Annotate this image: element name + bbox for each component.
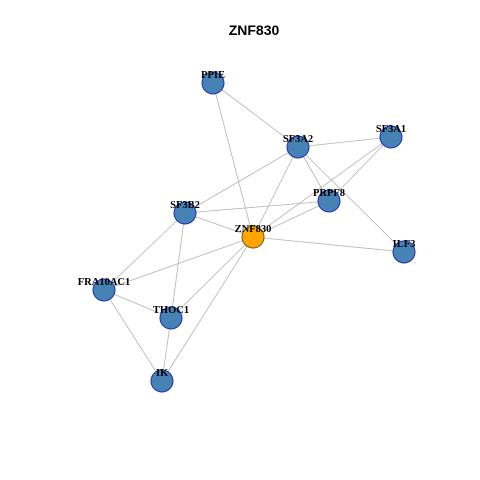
edge-fra10ac1-thoc1 — [103, 289, 172, 319]
edge-sf3b2-fra10ac1 — [103, 212, 186, 291]
edge-znf830-ilf3 — [252, 236, 405, 253]
node-circle-sf3a1[interactable] — [379, 125, 403, 149]
graph-title: ZNF830 — [229, 22, 280, 38]
node-circle-znf830[interactable] — [241, 225, 265, 249]
edge-sf3a2-znf830 — [252, 146, 299, 238]
node-label-ik: IK — [156, 368, 169, 379]
edge-ppie-sf3a2 — [212, 82, 299, 148]
node-label-ilf3: ILF3 — [393, 239, 416, 250]
edge-fra10ac1-ik — [103, 289, 163, 382]
edge-sf3a2-sf3a1 — [297, 136, 392, 148]
node-circle-thoc1[interactable] — [159, 306, 183, 330]
node-circle-sf3a2[interactable] — [286, 135, 310, 159]
node-circle-ik[interactable] — [150, 369, 174, 393]
node-ppie[interactable]: PPIE — [201, 70, 225, 95]
edge-znf830-fra10ac1 — [103, 236, 254, 291]
node-circle-ilf3[interactable] — [392, 240, 416, 264]
edge-sf3b2-znf830 — [184, 212, 254, 238]
node-label-sf3a2: SF3A2 — [283, 134, 313, 145]
edge-ppie-znf830 — [212, 82, 254, 238]
node-ik[interactable]: IK — [150, 368, 174, 393]
node-circle-prpf8[interactable] — [317, 189, 341, 213]
edge-znf830-ik — [161, 236, 254, 382]
edge-prpf8-znf830 — [252, 200, 330, 238]
node-circle-ppie[interactable] — [201, 71, 225, 95]
node-fra10ac1[interactable]: FRA10AC1 — [78, 277, 131, 302]
edge-sf3a2-sf3b2 — [184, 146, 299, 214]
node-sf3a1[interactable]: SF3A1 — [376, 124, 406, 149]
node-znf830[interactable]: ZNF830 — [235, 224, 272, 249]
node-label-sf3b2: SF3B2 — [170, 200, 200, 211]
edge-sf3a1-prpf8 — [328, 136, 392, 202]
edge-sf3b2-thoc1 — [170, 212, 186, 319]
node-sf3a2[interactable]: SF3A2 — [283, 134, 313, 159]
node-label-sf3a1: SF3A1 — [376, 124, 406, 135]
node-circle-fra10ac1[interactable] — [92, 278, 116, 302]
node-prpf8[interactable]: PRPF8 — [313, 188, 345, 213]
nodes-layer: PPIE SF3A2 SF3A1PRPF8SF3B2ZNF830ILF3FRA10A… — [78, 70, 416, 393]
node-label-fra10ac1: FRA10AC1 — [78, 277, 131, 288]
edge-sf3a1-znf830 — [252, 136, 392, 238]
node-thoc1[interactable]: THOC1 — [153, 305, 189, 330]
edge-znf830-thoc1 — [170, 236, 254, 319]
node-circle-sf3b2[interactable] — [173, 201, 197, 225]
node-label-znf830: ZNF830 — [235, 224, 272, 235]
node-label-prpf8: PRPF8 — [313, 188, 345, 199]
node-label-thoc1: THOC1 — [153, 305, 189, 316]
node-sf3b2[interactable]: SF3B2 — [170, 200, 200, 225]
edge-sf3a2-ilf3 — [297, 146, 405, 253]
edge-prpf8-sf3b2 — [184, 200, 330, 214]
edges-layer — [103, 82, 405, 382]
node-label-ppie: PPIE — [201, 70, 225, 81]
node-ilf3[interactable]: ILF3 — [392, 239, 416, 264]
